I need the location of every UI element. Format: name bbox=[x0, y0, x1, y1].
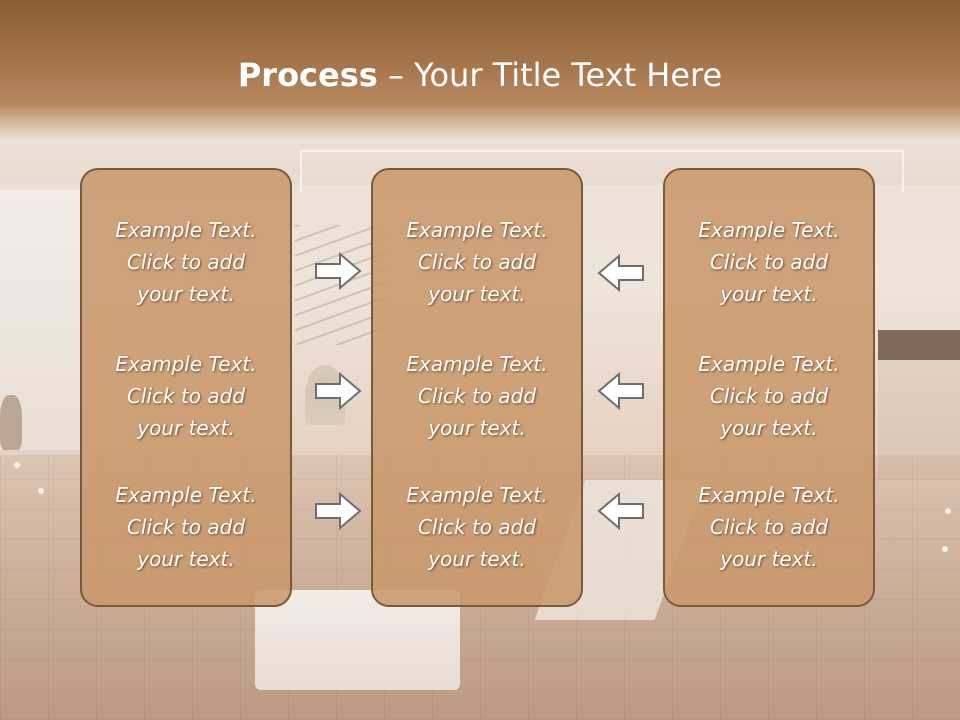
text-line: Example Text. bbox=[406, 352, 548, 376]
process-box-center[interactable]: Example Text. Click to add your text. Ex… bbox=[371, 168, 583, 607]
text-line: your text. bbox=[720, 416, 818, 440]
text-line: Click to add bbox=[126, 384, 246, 408]
ceiling-cove bbox=[300, 150, 904, 192]
text-line: Example Text. bbox=[115, 483, 257, 507]
left-arrow-icon[interactable] bbox=[597, 371, 645, 411]
text-line: your text. bbox=[137, 416, 235, 440]
text-line: your text. bbox=[428, 416, 526, 440]
text-block[interactable]: Example Text. Click to add your text. bbox=[665, 479, 873, 575]
text-line: Example Text. bbox=[115, 352, 257, 376]
right-arrow-icon[interactable] bbox=[314, 251, 362, 291]
text-block[interactable]: Example Text. Click to add your text. bbox=[373, 348, 581, 444]
text-line: Example Text. bbox=[698, 218, 840, 242]
text-block[interactable]: Example Text. Click to add your text. bbox=[665, 348, 873, 444]
text-line: Click to add bbox=[709, 515, 829, 539]
text-line: Example Text. bbox=[115, 218, 257, 242]
text-block[interactable]: Example Text. Click to add your text. bbox=[373, 479, 581, 575]
floor-light bbox=[945, 508, 951, 514]
floor-light bbox=[38, 488, 44, 494]
left-arrow-icon[interactable] bbox=[597, 491, 645, 531]
title-bar bbox=[0, 0, 960, 140]
floor-light bbox=[14, 462, 20, 468]
text-line: your text. bbox=[137, 282, 235, 306]
text-line: Click to add bbox=[417, 515, 537, 539]
text-line: your text. bbox=[720, 282, 818, 306]
text-line: Click to add bbox=[709, 384, 829, 408]
text-line: your text. bbox=[428, 282, 526, 306]
text-line: Example Text. bbox=[406, 483, 548, 507]
floor-light bbox=[942, 546, 948, 552]
text-line: your text. bbox=[428, 547, 526, 571]
slide-title[interactable]: Process – Your Title Text Here bbox=[0, 50, 960, 100]
text-block[interactable]: Example Text. Click to add your text. bbox=[82, 214, 290, 310]
text-line: Click to add bbox=[709, 250, 829, 274]
text-line: Example Text. bbox=[406, 218, 548, 242]
vase bbox=[0, 395, 22, 450]
wall-panel bbox=[878, 330, 960, 362]
text-line: Click to add bbox=[126, 250, 246, 274]
process-box-left[interactable]: Example Text. Click to add your text. Ex… bbox=[80, 168, 292, 607]
text-line: Example Text. bbox=[698, 352, 840, 376]
right-arrow-icon[interactable] bbox=[314, 491, 362, 531]
text-line: Example Text. bbox=[698, 483, 840, 507]
text-block[interactable]: Example Text. Click to add your text. bbox=[665, 214, 873, 310]
text-line: your text. bbox=[137, 547, 235, 571]
text-line: Click to add bbox=[126, 515, 246, 539]
text-line: Click to add bbox=[417, 384, 537, 408]
text-block[interactable]: Example Text. Click to add your text. bbox=[82, 348, 290, 444]
process-box-right[interactable]: Example Text. Click to add your text. Ex… bbox=[663, 168, 875, 607]
right-arrow-icon[interactable] bbox=[314, 371, 362, 411]
title-rest: – Your Title Text Here bbox=[377, 56, 723, 94]
left-arrow-icon[interactable] bbox=[597, 253, 645, 293]
text-line: your text. bbox=[720, 547, 818, 571]
text-block[interactable]: Example Text. Click to add your text. bbox=[82, 479, 290, 575]
title-bold: Process bbox=[237, 56, 378, 94]
text-line: Click to add bbox=[417, 250, 537, 274]
text-block[interactable]: Example Text. Click to add your text. bbox=[373, 214, 581, 310]
